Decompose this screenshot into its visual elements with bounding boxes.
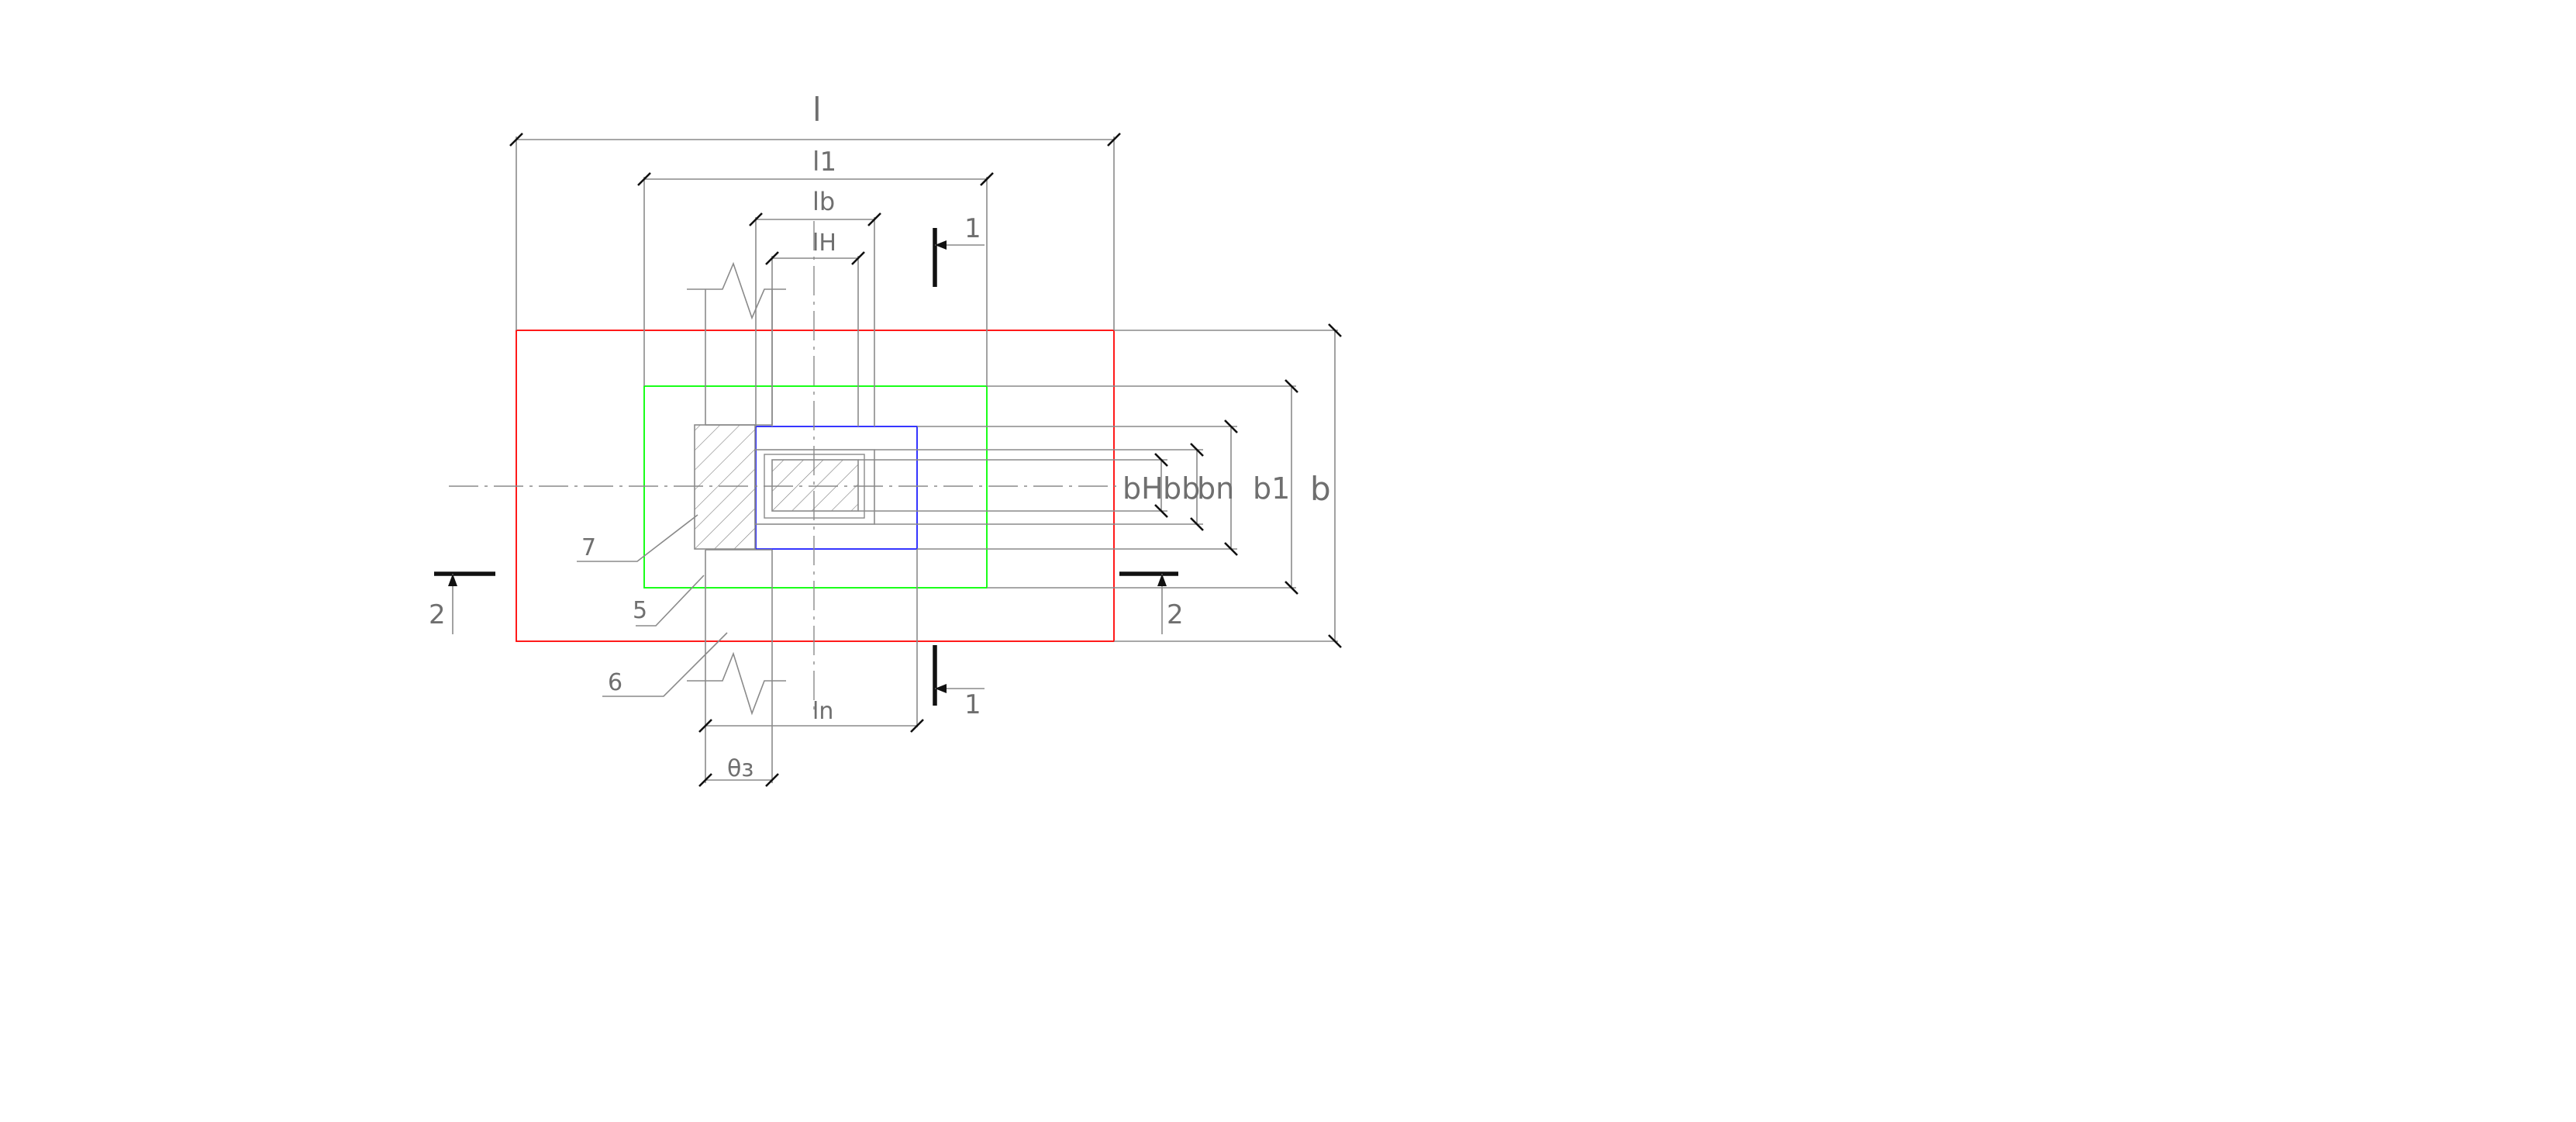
dim-label-bh: bH: [1122, 471, 1164, 506]
column-inner-frame: [764, 454, 865, 519]
wall-upper: [687, 261, 786, 426]
callout-label-6: 6: [608, 669, 622, 696]
callout-label-5: 5: [633, 597, 647, 624]
dim-label-bb: bb: [1163, 471, 1200, 506]
section-mark-2-left: [434, 571, 495, 634]
callout-leader-6: [602, 632, 728, 697]
column-zone-blue: [755, 426, 918, 550]
callout-label-7: 7: [581, 534, 596, 561]
dim-label-b: b: [1310, 470, 1331, 508]
section-mark-1-bottom: [933, 645, 985, 706]
section-mark-2-right: [1119, 571, 1178, 634]
footing-step-green: [643, 385, 988, 589]
dim-label-lh: lH: [812, 230, 836, 257]
wall-lower: [687, 549, 786, 716]
section-mark-1-top: [933, 228, 985, 287]
dim-label-bn: bn: [1197, 471, 1234, 506]
hatched-column-core: [771, 459, 859, 512]
section-label-2-left: 2: [429, 599, 446, 630]
section-label-1-top: 1: [964, 213, 981, 244]
callout-leader-5: [636, 575, 705, 627]
dim-label-ln: ln: [812, 698, 833, 725]
callout-leader-7: [577, 514, 698, 562]
dim-label-lb: lb: [812, 187, 835, 216]
section-label-1-bottom: 1: [964, 689, 981, 720]
dim-label-bz: θз: [727, 755, 753, 782]
dim-label-l: l: [812, 91, 822, 129]
column-block: [754, 449, 875, 525]
dim-label-b1: b1: [1253, 471, 1290, 506]
dim-label-l1: l1: [812, 147, 836, 178]
hatched-wall-section: [694, 424, 756, 550]
section-label-2-right: 2: [1167, 599, 1184, 630]
